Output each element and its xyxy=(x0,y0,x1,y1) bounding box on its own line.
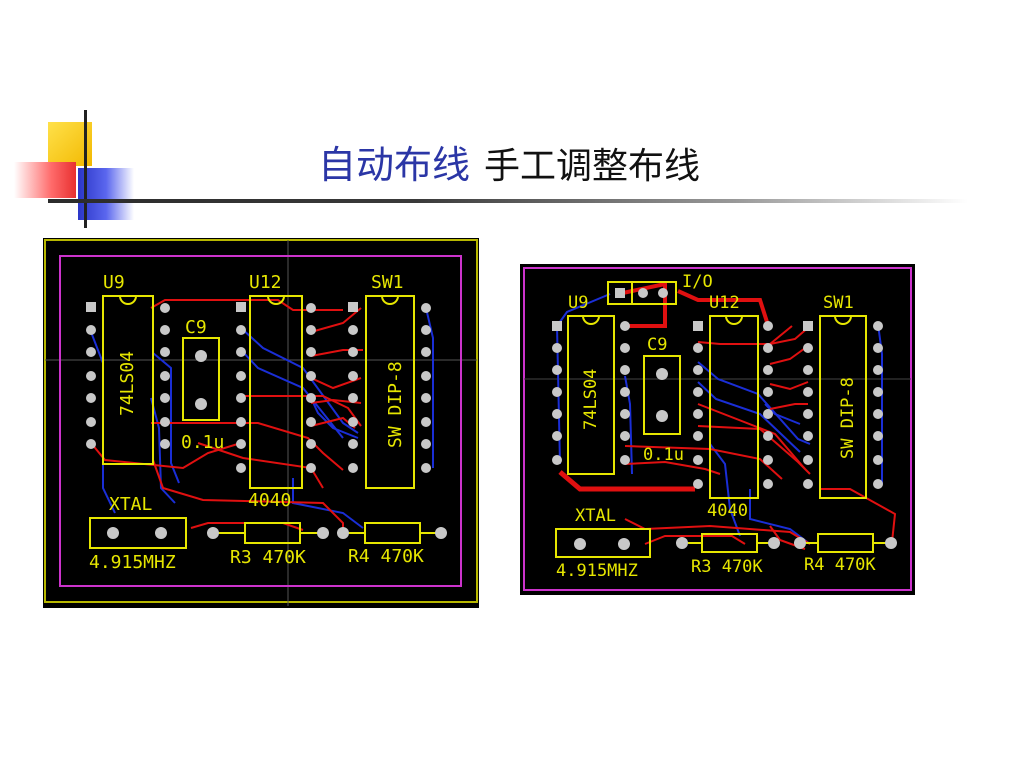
sw1-outline xyxy=(819,315,867,499)
u12-outline xyxy=(249,295,303,489)
xtal-label: XTAL xyxy=(109,494,153,515)
u9-outline xyxy=(102,295,154,465)
sw1-value: SW DIP-8 xyxy=(838,377,858,459)
title-auto-routing: 自动布线 xyxy=(318,143,471,187)
u9-notch xyxy=(582,315,600,325)
io-pad xyxy=(615,288,625,298)
u12-label: U12 xyxy=(249,272,282,293)
u12-notch xyxy=(267,295,285,305)
u9-value: 74LS04 xyxy=(117,351,138,416)
sw1-value: SW DIP-8 xyxy=(385,361,406,448)
io-pad xyxy=(658,288,668,298)
sw1-label: SW1 xyxy=(371,272,404,293)
sw1-pads xyxy=(803,321,883,489)
r3-pad xyxy=(676,537,688,549)
u9-pads xyxy=(552,321,630,465)
c9-label: C9 xyxy=(185,317,207,338)
u12-notch xyxy=(725,315,743,325)
xtal-pad xyxy=(107,527,119,539)
r3-pad xyxy=(768,537,780,549)
r4-label: R4 470K xyxy=(804,555,876,575)
board-edge xyxy=(44,239,478,603)
title-underline xyxy=(48,199,968,203)
xtal-value: 4.915MHZ xyxy=(556,561,638,581)
r4-pad xyxy=(337,527,349,539)
r4-pad xyxy=(435,527,447,539)
logo-decoration xyxy=(14,110,144,230)
c9-value: 0.1u xyxy=(181,432,224,453)
u9-notch xyxy=(119,295,137,305)
io-header-outline xyxy=(607,281,677,305)
r3-label: R3 470K xyxy=(691,557,763,577)
io-pad xyxy=(638,288,648,298)
r3-pad xyxy=(317,527,329,539)
c9-pad xyxy=(656,410,668,422)
xtal-pad xyxy=(618,538,630,550)
c9-outline xyxy=(643,355,681,435)
top-traces xyxy=(558,281,897,550)
pcb-manual-drawing: I/O U9 74LS04 C9 0.1u U12 4040 SW1 SW DI… xyxy=(523,267,912,591)
xtal-pad xyxy=(574,538,586,550)
xtal-pad xyxy=(155,527,167,539)
u9-label: U9 xyxy=(568,293,588,313)
u12-pads xyxy=(236,302,316,473)
board-outline xyxy=(523,267,912,591)
r3-label: R3 470K xyxy=(230,547,306,568)
sw1-notch xyxy=(834,315,852,325)
logo-vertical-line xyxy=(84,110,87,228)
c9-label: C9 xyxy=(647,335,667,355)
r4-outline xyxy=(817,533,874,553)
pcb-manual-routed: I/O U9 74LS04 C9 0.1u U12 4040 SW1 SW DI… xyxy=(520,264,915,595)
r4-label: R4 470K xyxy=(348,546,424,567)
xtal-outline xyxy=(555,528,651,558)
c9-outline xyxy=(182,337,220,421)
c9-value: 0.1u xyxy=(643,445,684,465)
sw1-outline xyxy=(365,295,415,489)
r4-outline xyxy=(364,522,421,544)
logo-red-square xyxy=(14,162,76,198)
u9-label: U9 xyxy=(103,272,125,293)
pcb-auto-drawing: U9 74LS04 C9 0.1u U12 4040 SW1 SW DIP-8 … xyxy=(44,239,478,606)
xtal-outline xyxy=(89,517,187,549)
u9-pads xyxy=(86,302,170,449)
sw1-notch xyxy=(381,295,399,305)
xtal-value: 4.915MHZ xyxy=(89,552,176,573)
logo-blue-square xyxy=(78,168,134,220)
title-manual-routing: 手工调整布线 xyxy=(484,146,701,187)
c9-pad xyxy=(195,350,207,362)
io-label: I/O xyxy=(682,272,713,292)
pcb-auto-routed: U9 74LS04 C9 0.1u U12 4040 SW1 SW DIP-8 … xyxy=(43,238,479,608)
r3-pad xyxy=(207,527,219,539)
board-outline xyxy=(59,255,462,587)
xtal-label: XTAL xyxy=(575,506,616,526)
c9-pad xyxy=(195,398,207,410)
u12-value: 4040 xyxy=(248,490,291,511)
sw1-label: SW1 xyxy=(823,293,854,313)
u9-outline xyxy=(567,315,615,475)
u12-value: 4040 xyxy=(707,501,748,521)
u12-outline xyxy=(709,315,759,499)
u12-pads xyxy=(693,321,773,489)
c9-pad xyxy=(656,368,668,380)
r4-pad xyxy=(794,537,806,549)
sw1-pads xyxy=(348,302,431,473)
page-title: 自动布线手工调整布线 xyxy=(318,140,700,190)
u12-label: U12 xyxy=(709,293,740,313)
r4-pad xyxy=(885,537,897,549)
u9-value: 74LS04 xyxy=(581,369,601,430)
